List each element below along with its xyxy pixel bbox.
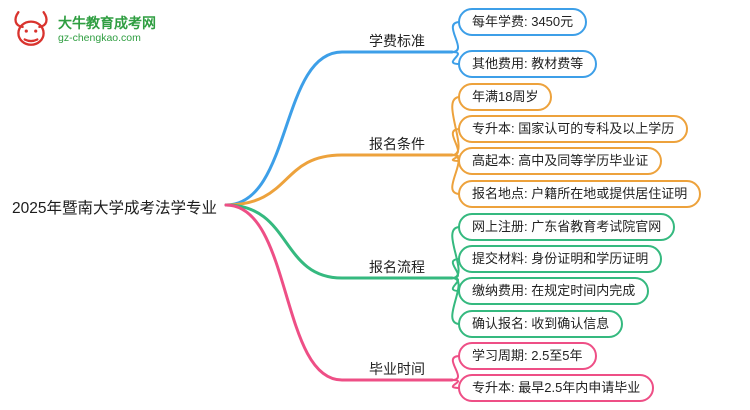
leaf-node: 专升本: 最早2.5年内申请毕业	[458, 374, 655, 402]
branch-graduation-curve	[224, 203, 454, 382]
branch-node-requirements: 报名条件	[369, 136, 425, 152]
leaf-node: 提交材料: 身份证明和学历证明	[458, 245, 663, 273]
branch-tuition-curve	[224, 50, 454, 207]
leaf-connector	[451, 51, 461, 65]
leaf-connector	[451, 379, 461, 389]
leaf-node: 报名地点: 户籍所在地或提供居住证明	[458, 180, 702, 208]
branch-node-tuition: 学费标准	[369, 33, 425, 49]
leaf-connector	[451, 277, 461, 325]
leaf-node: 高起本: 高中及同等学历毕业证	[458, 147, 663, 175]
site-url: gz-chengkao.com	[58, 31, 141, 44]
mindmap-root-node: 2025年暨南大学成考法学专业	[12, 200, 217, 217]
bull-logo-icon	[14, 11, 48, 46]
site-name: 大牛教育成考网	[58, 14, 156, 31]
site-logo-text: 大牛教育成考网 gz-chengkao.com	[58, 14, 156, 45]
site-logo: 大牛教育成考网 gz-chengkao.com	[10, 8, 156, 50]
leaf-connector	[451, 21, 461, 53]
leaf-node: 专升本: 国家认可的专科及以上学历	[458, 115, 689, 143]
branch-node-process: 报名流程	[369, 259, 425, 275]
leaf-node: 年满18周岁	[458, 83, 553, 111]
leaf-node: 确认报名: 收到确认信息	[458, 310, 624, 338]
leaf-connector	[451, 154, 461, 195]
leaf-node: 其他费用: 教材费等	[458, 50, 598, 78]
branch-node-graduation: 毕业时间	[369, 361, 425, 377]
leaf-node: 每年学费: 3450元	[458, 8, 588, 36]
leaf-node: 学习周期: 2.5至5年	[458, 342, 597, 370]
branch-requirements-curve	[224, 153, 454, 207]
branch-process-curve	[224, 203, 454, 280]
leaf-node: 网上注册: 广东省教育考试院官网	[458, 213, 676, 241]
leaf-node: 缴纳费用: 在规定时间内完成	[458, 277, 650, 305]
